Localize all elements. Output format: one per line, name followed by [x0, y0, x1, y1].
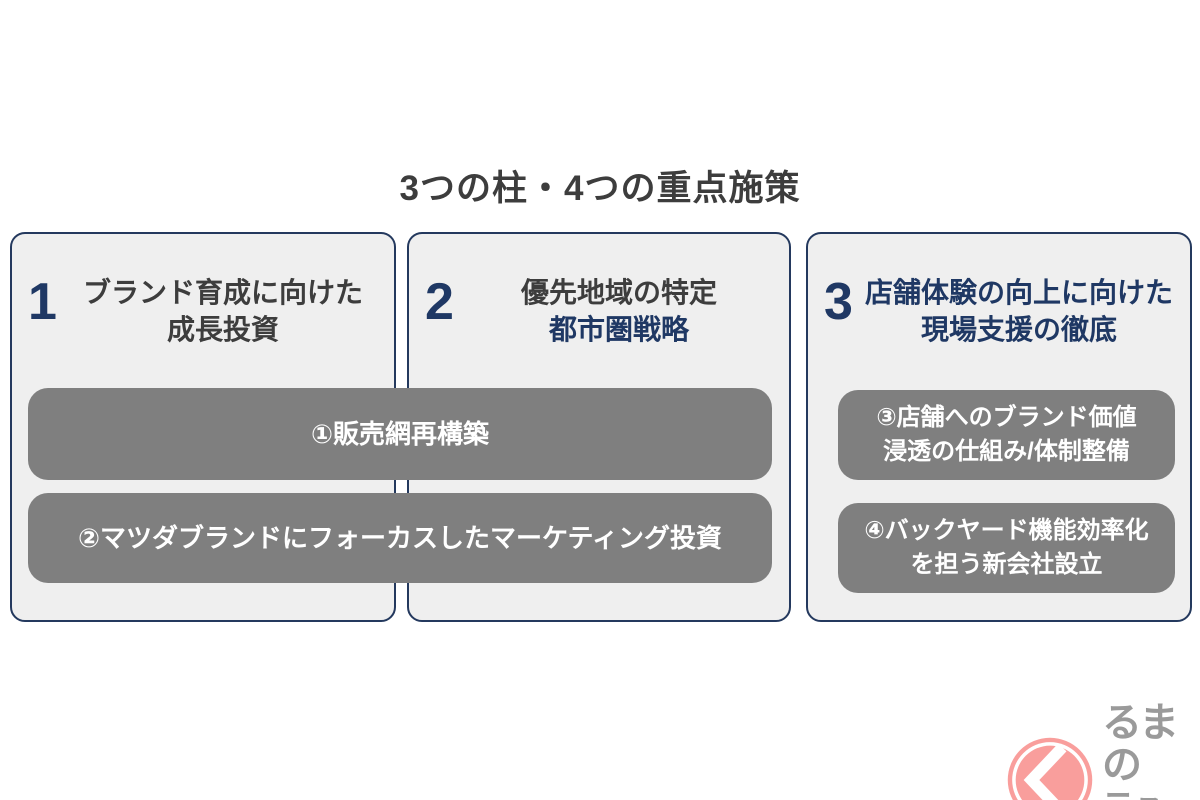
measure-box-3: ③店舗へのブランド価値 浸透の仕組み/体制整備 — [838, 390, 1175, 480]
logo-text: るまの ニュース — [1102, 702, 1200, 800]
pillar-number-3: 3 — [824, 273, 853, 331]
logo-text-line2: ニュース — [1102, 785, 1200, 800]
pillar-heading-3-line1: 店舗体験の向上に向けた — [864, 277, 1173, 308]
pillar-heading-3: 店舗体験の向上に向けた 現場支援の徹底 — [856, 274, 1182, 348]
pillar-heading-1: ブランド育成に向けた 成長投資 — [60, 274, 386, 348]
pillar-heading-1-line2: 成長投資 — [166, 314, 279, 346]
measure-bar-1-label: ①販売網再構築 — [310, 418, 489, 449]
measure-bar-1: ①販売網再構築 — [28, 388, 772, 480]
measure-box-3-line2: 浸透の仕組み/体制整備 — [883, 438, 1130, 465]
pillar-heading-2-line2: 都市圏戦略 — [548, 314, 689, 346]
measure-box-4-line2: を担う新会社設立 — [910, 551, 1103, 578]
measure-bar-2-label: ②マツダブランドにフォーカスしたマーケティング投資 — [78, 522, 722, 553]
page-title: 3つの柱・4つの重点施策 — [399, 169, 801, 208]
measure-box-4: ④バックヤード機能効率化 を担う新会社設立 — [838, 503, 1175, 593]
pillar-heading-1-line1: ブランド育成に向けた — [82, 277, 363, 308]
kuruma-logo-mark-icon — [1007, 738, 1093, 800]
kuruma-no-news-watermark: るまの ニュース — [1006, 702, 1200, 800]
pillar-number-2: 2 — [425, 273, 454, 331]
pillar-heading-3-line2: 現場支援の徹底 — [920, 314, 1117, 346]
measure-box-3-line1: ③店舗へのブランド価値 — [876, 404, 1137, 432]
logo-text-line1: るまの — [1102, 701, 1179, 787]
measure-box-4-line1: ④バックヤード機能効率化 — [864, 517, 1149, 545]
pillar-number-1: 1 — [28, 273, 57, 331]
pillar-heading-2: 優先地域の特定 都市圏戦略 — [457, 274, 781, 348]
measure-bar-2: ②マツダブランドにフォーカスしたマーケティング投資 — [28, 493, 772, 583]
pillar-heading-2-line1: 優先地域の特定 — [520, 277, 717, 308]
